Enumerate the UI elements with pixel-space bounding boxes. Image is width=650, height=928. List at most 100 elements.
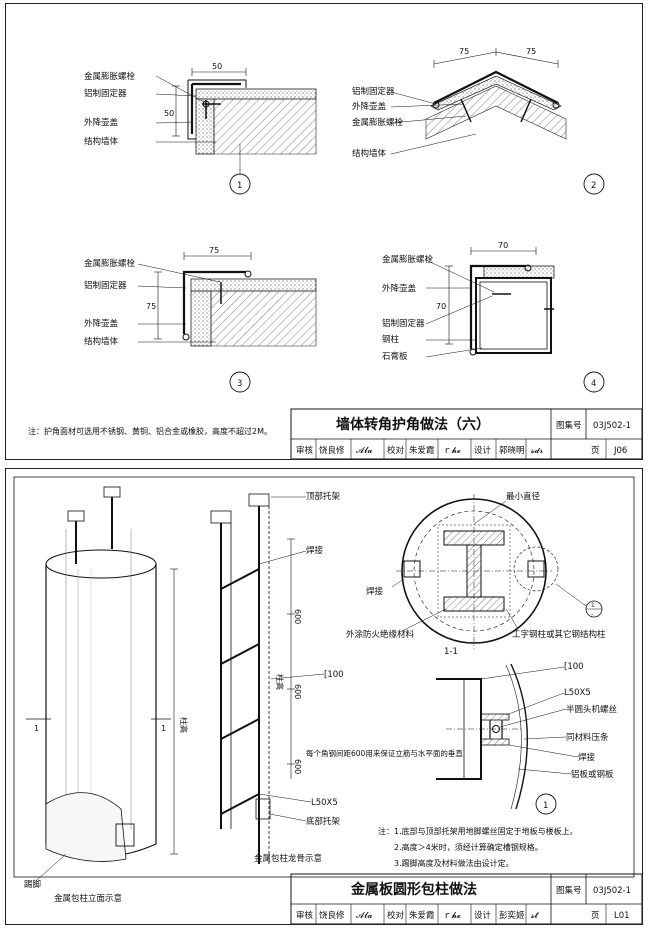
detail-4-dim-v: 70 [436, 302, 446, 311]
frame-spacing-note: 每个角钢间距600用来保证立筋与水平面的垂直 [306, 748, 463, 758]
top-design-label: 设计 [474, 445, 492, 456]
bottom-design-name: 彭奕姬 [499, 910, 525, 921]
detail-3-label-cover: 外降壶盖 [84, 318, 119, 329]
sheet-round-column-cladding: 柱高 1 1 踢脚 金属包柱立面示意 600 600 600 柱高 顶部托架 焊… [5, 468, 643, 925]
plan-weld-label: 焊接 [366, 586, 384, 597]
detail-1-dim-v: 50 [164, 109, 174, 118]
top-review-label: 审核 [296, 445, 314, 456]
elevation-caption: 金属包柱立面示意 [54, 893, 122, 904]
section-1-1: 1-1 [100 L50X5 半圆头机螺丝 同材料压条 焊接 铝板或钢板 1 [436, 647, 618, 815]
top-review-signature: 𝓐𝓵𝓪 [356, 446, 373, 456]
elevation-base-label: 踢脚 [24, 879, 41, 890]
frame-spacing-3: 600 [293, 759, 302, 774]
plan-fireproof-label: 外涂防火绝缘材料 [346, 629, 415, 640]
top-title-block: 墙体转角护角做法（六） 图集号 03J502-1 审核 饶良修 𝓐𝓵𝓪 校对 朱… [290, 408, 642, 459]
frame-bottom-bracket-label: 底部托架 [306, 816, 341, 827]
detail-4-dim-h: 70 [498, 241, 508, 250]
frame-spacing-2: 600 [293, 684, 302, 699]
bottom-atlas-label: 图集号 [556, 885, 582, 896]
top-page-label: 页 [591, 446, 600, 456]
detail-4-marker [583, 371, 605, 393]
bottom-review-signature: 𝓐𝓵𝓪 [356, 911, 373, 921]
plan-ref-top: 1 [591, 602, 595, 609]
detail-2-marker [583, 173, 605, 195]
detail-1-dim-h: 50 [212, 62, 222, 71]
detail-2: 75 75 铝制固定器 外降壶盖 金属膨胀螺栓 结构墙体 2 [352, 47, 605, 195]
detail-4-label-gypsum: 石膏板 [382, 351, 408, 362]
frame-top-bracket-label: 顶部托架 [306, 491, 341, 502]
top-sheet-title: 墙体转角护角做法（六） [336, 416, 490, 433]
bottom-check-name: 朱爱霞 [409, 910, 435, 921]
bottom-check-signature: ｒ𝓱𝓮 [443, 911, 461, 921]
detail-4: 70 70 金属膨胀螺栓 外降壶盖 铝制固定器 钢柱 石膏板 4 [382, 241, 605, 393]
frame-channel-label: [100 [324, 670, 344, 680]
bottom-design-label: 设计 [474, 910, 492, 921]
detail-4-label-column: 钢柱 [382, 334, 400, 345]
plan-ref-bottom: - [591, 611, 593, 618]
top-note: 注：护角面材可选用不锈钢、黄铜、铝合金或橡胶，高度不超过2M。 [28, 426, 272, 436]
top-check-signature: ｒ𝓱𝓮 [443, 446, 461, 456]
detail-2-dim-right: 75 [526, 47, 536, 56]
column-frame: 600 600 600 柱高 顶部托架 焊接 [100 每个角钢间距600用来保… [210, 491, 463, 864]
detail-4-label-bolt: 金属膨胀螺栓 [382, 254, 434, 265]
bottom-atlas-number: 03J502-1 [593, 886, 631, 896]
top-page-number: J06 [613, 446, 627, 456]
detail-2-label-fixer: 铝制固定器 [352, 86, 395, 97]
top-drawing: 50 50 金属膨胀螺栓 铝制固定器 外降壶盖 结构墙体 1 75 75 铝制固… [28, 47, 642, 459]
bottom-page-label: 页 [591, 911, 600, 921]
section-label-channel: [100 [564, 662, 584, 672]
detail-1-label-bolt: 金属膨胀螺栓 [84, 71, 136, 82]
bottom-check-label: 校对 [387, 910, 405, 921]
frame-weld-label: 焊接 [306, 545, 324, 556]
detail-1: 50 50 金属膨胀螺栓 铝制固定器 外降壶盖 结构墙体 1 [84, 62, 317, 195]
detail-1-number: 1 [237, 181, 242, 191]
detail-2-number: 2 [591, 181, 596, 191]
bottom-design-signature: 𝓼𝓽 [531, 911, 539, 921]
bottom-note-3: 3.踢脚高度及材料做法由设计定。 [394, 858, 514, 868]
section-label-screw: 半圆头机螺丝 [566, 704, 618, 715]
top-design-signature: 𝓼𝓭𝓻 [531, 446, 543, 456]
detail-3-dim-v: 75 [146, 302, 156, 311]
top-design-name: 郭晓明 [499, 445, 525, 456]
bottom-note-1: 注：1.底部与顶部托架用地脚螺丝固定于地板与楼板上。 [378, 826, 578, 836]
bottom-note-2: 2.高度＞4米时，须经计算确定槽钢规格。 [394, 842, 543, 852]
top-review-name: 饶良修 [319, 445, 345, 456]
detail-3-label-fixer: 铝制固定器 [84, 280, 127, 291]
detail-2-label-cover: 外降壶盖 [352, 101, 387, 112]
elevation-section-mark-left: 1 [34, 724, 39, 733]
detail-1-label-cover: 外降壶盖 [84, 117, 119, 128]
section-label-strip: 同材料压条 [566, 732, 609, 743]
bottom-review-name: 饶良修 [319, 910, 345, 921]
detail-2-dim-left: 75 [459, 47, 469, 56]
section-title: 1-1 [444, 647, 458, 657]
detail-1-label-fixer: 铝制固定器 [84, 88, 127, 99]
bottom-page-number: L01 [614, 911, 630, 921]
bottom-sheet-title: 金属板圆形包柱做法 [350, 881, 477, 898]
top-check-label: 校对 [387, 445, 405, 456]
frame-angle-label: L50X5 [311, 798, 338, 808]
plan-steel-column-label: 工字钢柱或其它钢结构柱 [512, 629, 606, 640]
section-number: 1 [543, 801, 548, 811]
column-plan: 最小直径 焊接 外涂防火绝缘材料 工字钢柱或其它钢结构柱 1 - [346, 491, 606, 649]
section-label-angle: L50X5 [564, 688, 591, 698]
detail-3: 75 75 金属膨胀螺栓 铝制固定器 外降壶盖 结构墙体 3 [84, 246, 317, 393]
frame-spacing-1: 600 [293, 609, 302, 624]
elevation-section-mark-right: 1 [161, 724, 166, 733]
frame-height-label: 柱高 [275, 674, 285, 690]
frame-caption: 金属包柱龙骨示意 [254, 853, 322, 864]
detail-3-marker [229, 371, 251, 393]
detail-2-label-bolt: 金属膨胀螺栓 [352, 117, 404, 128]
detail-4-label-cover: 外降壶盖 [382, 283, 417, 294]
detail-3-dim-h: 75 [209, 246, 219, 255]
sheet-wall-corner-protection: 50 50 金属膨胀螺栓 铝制固定器 外降壶盖 结构墙体 1 75 75 铝制固… [5, 3, 643, 460]
detail-3-label-wall: 结构墙体 [84, 336, 119, 347]
elevation-height-label: 柱高 [179, 717, 189, 733]
column-elevation: 柱高 1 1 踢脚 金属包柱立面示意 [24, 486, 189, 904]
top-atlas-number: 03J502-1 [593, 421, 631, 431]
detail-1-label-wall: 结构墙体 [84, 136, 119, 147]
detail-4-number: 4 [591, 379, 596, 389]
detail-1-marker [229, 173, 251, 195]
section-label-panel: 铝板或钢板 [571, 769, 614, 780]
bottom-drawing: 柱高 1 1 踢脚 金属包柱立面示意 600 600 600 柱高 顶部托架 焊… [13, 476, 642, 924]
bottom-review-label: 审核 [296, 910, 314, 921]
